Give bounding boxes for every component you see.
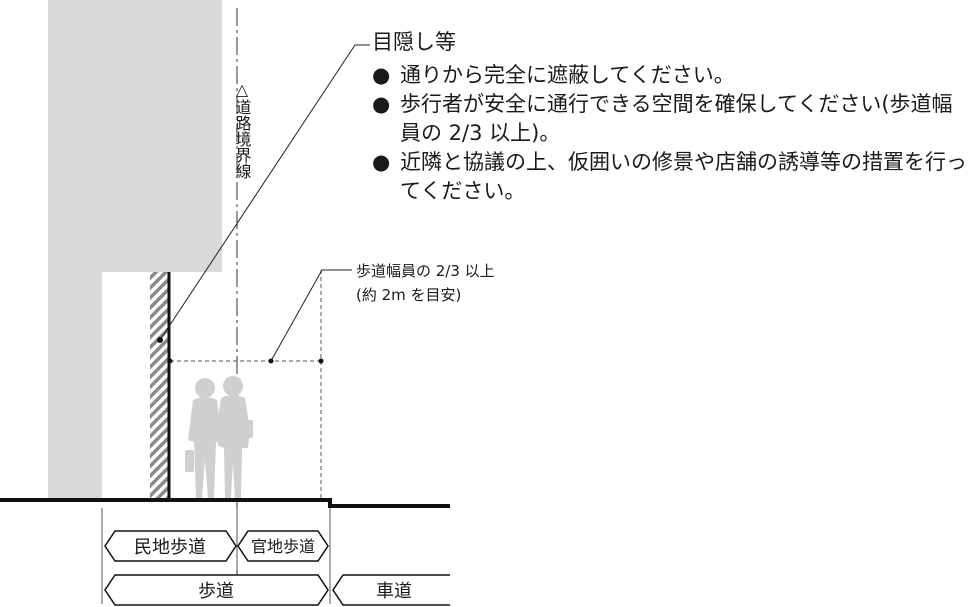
pedestrians-silhouette [185,376,253,498]
bullet-icon: ● [372,92,391,116]
clearance-dot-left [167,358,173,364]
callout-leader-dot [157,337,163,343]
callout-title: 目隠し等 [372,30,456,54]
dimension-note: (約 2m を目安) [356,286,461,304]
public-sidewalk-label: 官地歩道 [251,537,315,556]
sidewalk-label: 歩道 [198,581,234,602]
clearance-dot-right [318,358,324,364]
dimension-leader-line [270,269,352,362]
roadway-arrow [332,574,450,606]
callout-item: ● 近隣と協議の上、仮囲いの修景や店舗の誘導等の措置を行ってください。 [372,148,967,206]
ground-line [0,498,450,508]
boundary-label: △道路境界線 [233,80,252,179]
private-sidewalk-arrow [104,530,237,562]
roadway-label: 車道 [376,581,412,602]
public-sidewalk-arrow [237,530,329,562]
callout-leader-line [159,44,370,341]
callout-notes: 目隠し等 ● 通りから完全に遮蔽してください。 ● 歩行者が安全に通行できる空間… [372,28,967,206]
callout-item: ● 通りから完全に遮蔽してください。 [372,61,967,90]
screen-hatch [150,272,168,500]
bullet-icon: ● [372,150,391,174]
sidewalk-arrow [104,574,329,606]
callout-item-text: 歩行者が安全に通行できる空間を確保してください(歩道幅員の 2/3 以上)。 [400,92,953,145]
callout-item-text: 近隣と協議の上、仮囲いの修景や店舗の誘導等の措置を行ってください。 [400,150,967,203]
building-block [48,0,222,500]
private-sidewalk-label: 民地歩道 [134,537,206,558]
bullet-icon: ● [372,63,391,87]
callout-item-text: 通りから完全に遮蔽してください。 [400,63,735,87]
dimension-label: 歩道幅員の 2/3 以上 [356,262,495,280]
callout-item: ● 歩行者が安全に通行できる空間を確保してください(歩道幅員の 2/3 以上)。 [372,90,967,148]
